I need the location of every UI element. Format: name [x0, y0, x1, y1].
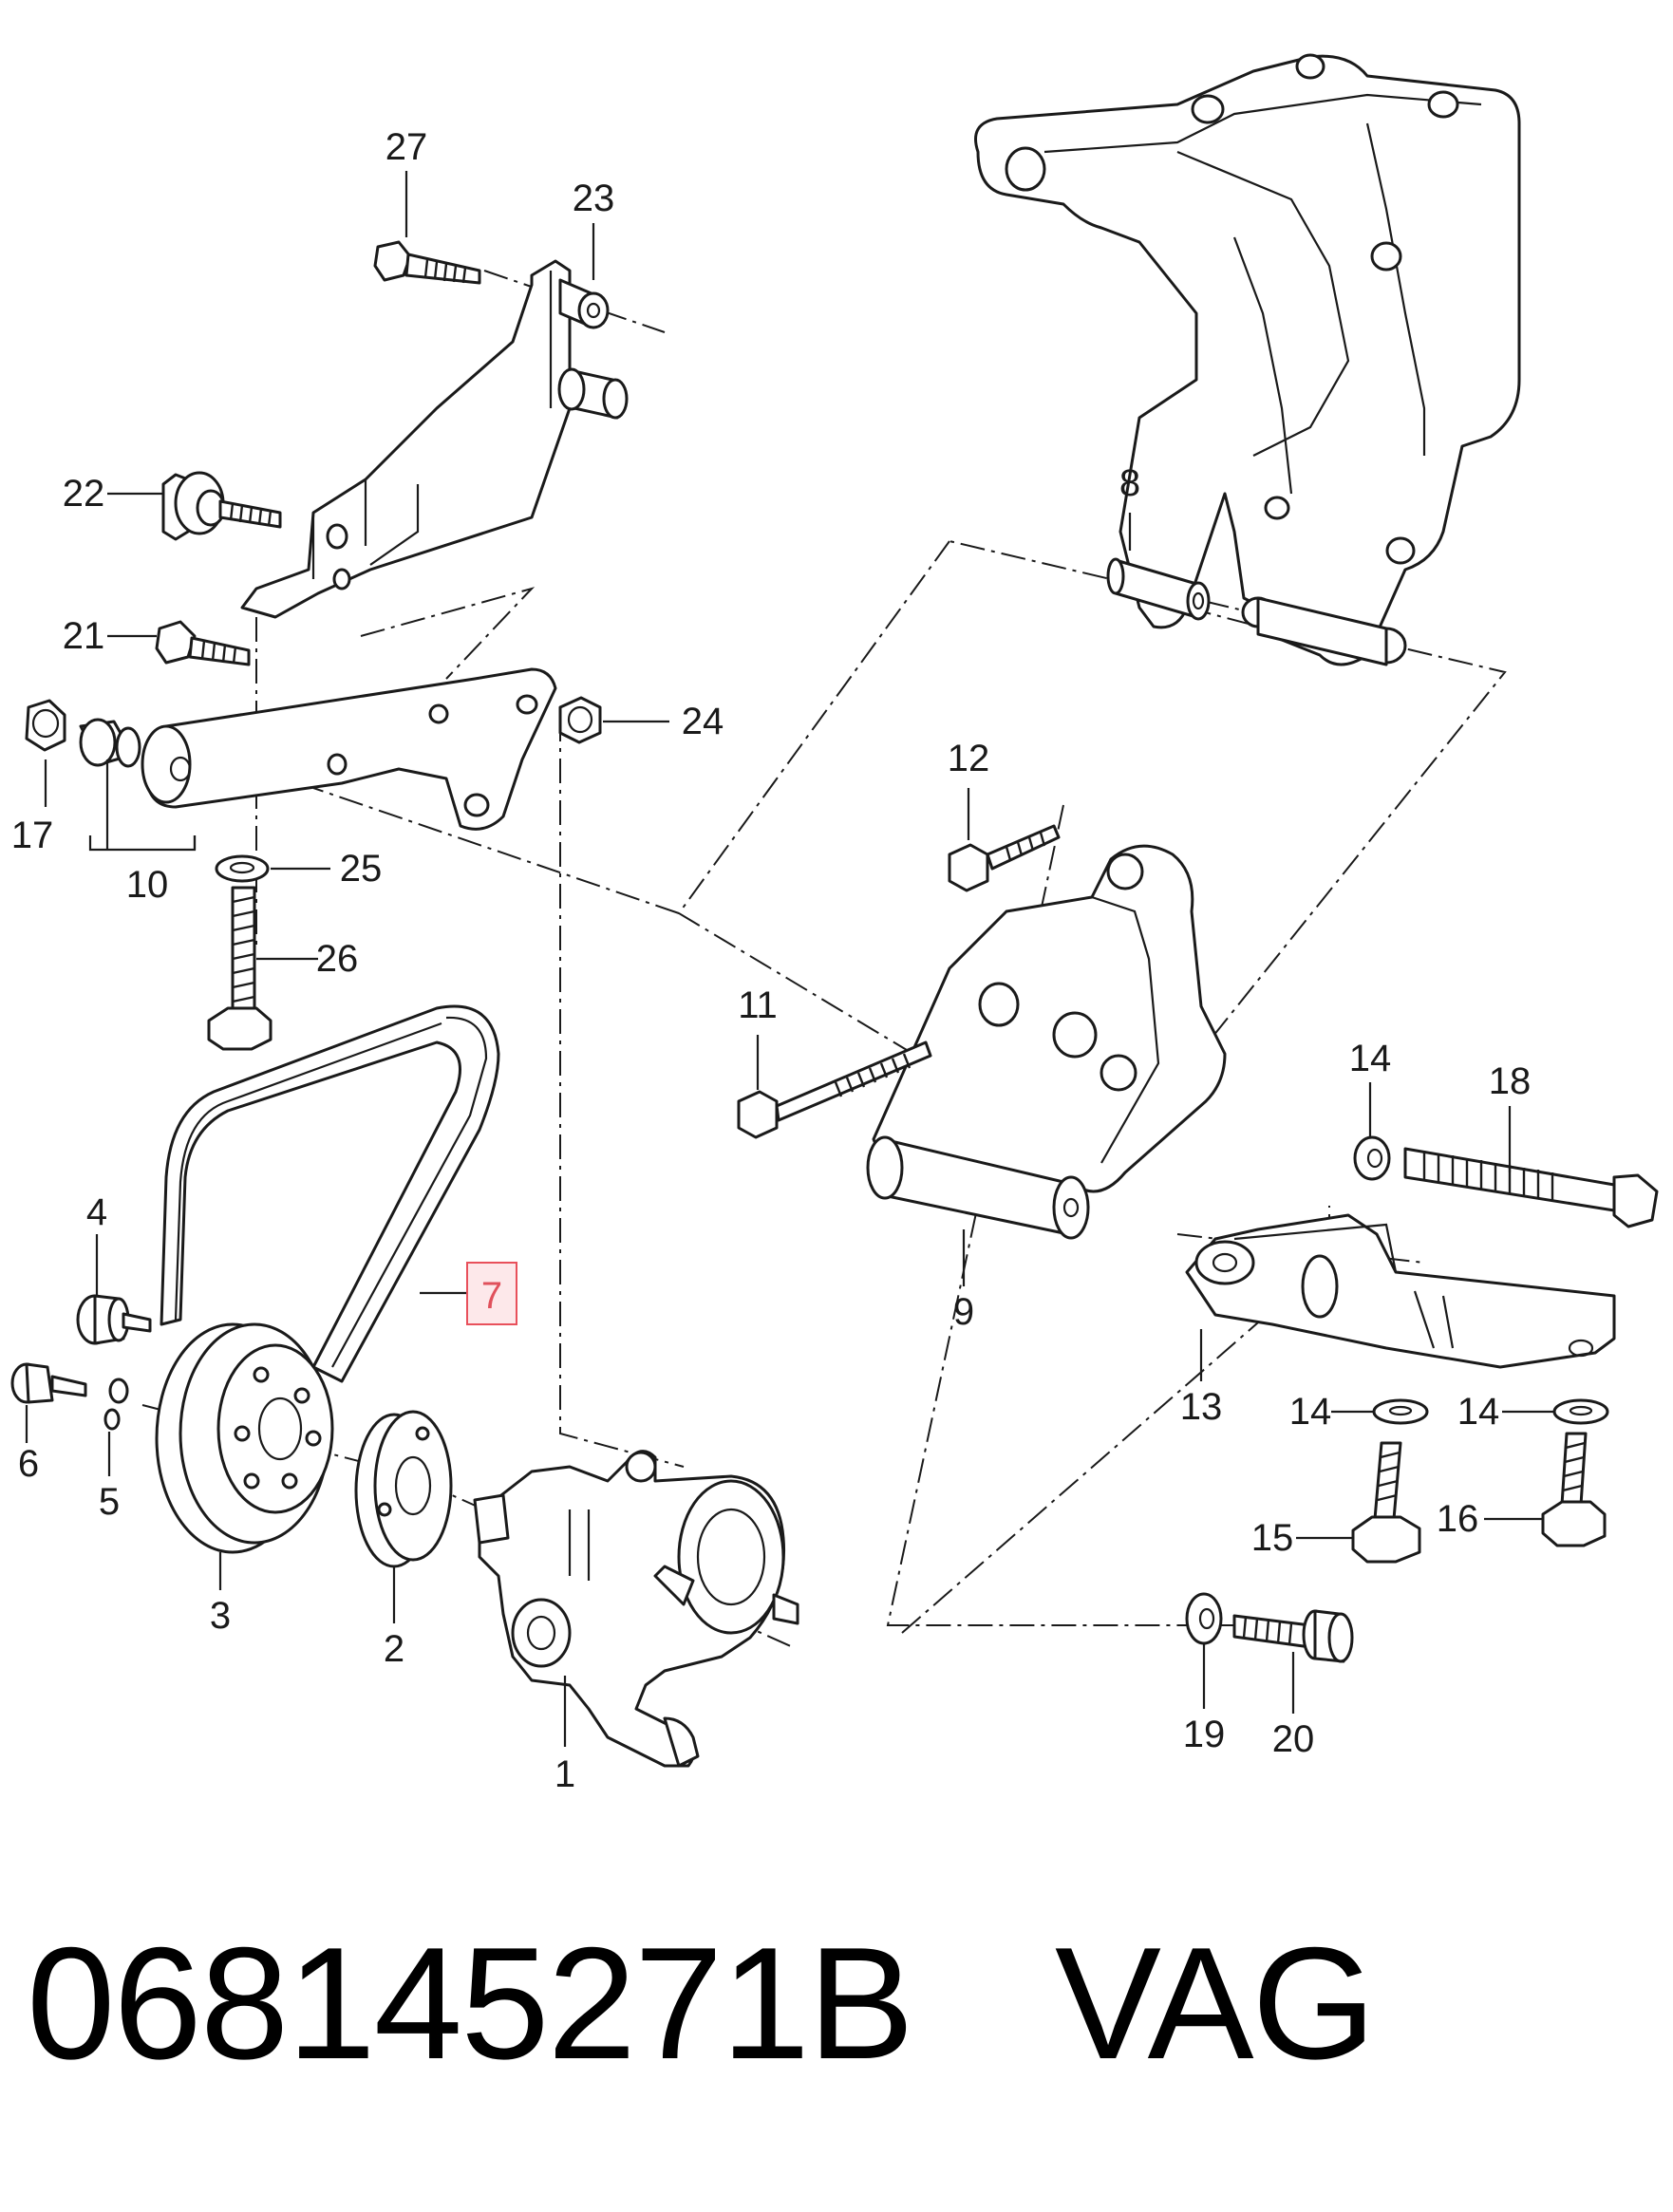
callout-10: 10 [126, 864, 169, 906]
pulley-3 [155, 1322, 334, 1554]
callout-27: 27 [385, 126, 428, 168]
callout-11: 11 [738, 984, 778, 1026]
bolt-16 [1541, 1432, 1607, 1547]
washer-25 [215, 854, 270, 883]
bolt-18 [1403, 1147, 1659, 1228]
callout-16: 16 [1437, 1498, 1479, 1540]
part-number-caption: 068145271B VAG [27, 1908, 1376, 2098]
bolt-4 [76, 1294, 152, 1345]
callout-23: 23 [573, 178, 615, 219]
callout-21: 21 [63, 615, 105, 657]
bolt-20 [1232, 1609, 1354, 1663]
callout-26: 26 [316, 938, 359, 980]
callout-6: 6 [18, 1443, 39, 1485]
bushing-10 [79, 718, 141, 768]
bushings-23 [557, 278, 629, 420]
callout-17: 17 [11, 815, 54, 856]
callout-9: 9 [953, 1291, 974, 1333]
leader-lines [25, 171, 1554, 1747]
callout-19: 19 [1183, 1714, 1226, 1755]
bolt-6 [10, 1362, 87, 1404]
callout-14-right: 14 [1457, 1391, 1500, 1433]
upper-left-bracket [240, 259, 572, 619]
callout-18: 18 [1489, 1060, 1532, 1102]
bolt-15 [1351, 1441, 1421, 1564]
callout-13: 13 [1180, 1386, 1223, 1428]
callout-8: 8 [1119, 462, 1140, 504]
callout-15: 15 [1251, 1517, 1294, 1559]
washer-14-right [1552, 1398, 1609, 1425]
tensioner-bracket-13 [1185, 1213, 1616, 1369]
callout-14-left: 14 [1289, 1391, 1332, 1433]
highlight-box-7 [466, 1262, 517, 1325]
bolt-12 [948, 824, 1061, 892]
callout-1: 1 [555, 1753, 575, 1795]
bolt-22 [161, 471, 282, 541]
callout-22: 22 [63, 473, 105, 515]
washer-14-upper [1353, 1135, 1391, 1181]
spring-washer-5 [103, 1378, 129, 1431]
callout-5: 5 [99, 1481, 120, 1523]
callout-7: 7 [481, 1275, 502, 1317]
spacer-sleeve-8 [1106, 557, 1211, 621]
callout-4: 4 [86, 1191, 107, 1233]
bolt-26 [207, 886, 273, 1051]
callout-2: 2 [384, 1628, 404, 1670]
bolt-27 [373, 240, 481, 285]
pump-bracket-9 [866, 844, 1227, 1240]
callout-20: 20 [1272, 1718, 1315, 1760]
callout-12: 12 [948, 738, 990, 779]
v-belt-7 [160, 1004, 500, 1383]
washer-14-left [1372, 1398, 1429, 1425]
bolt-21 [155, 620, 251, 666]
pump-1 [473, 1450, 799, 1768]
brand-name: VAG [1054, 1914, 1376, 2092]
exploded-parts-diagram: 27 23 22 21 17 10 24 25 26 8 12 11 9 7 4… [10, 53, 1659, 1795]
washer-19 [1185, 1592, 1223, 1645]
callout-14-upper: 14 [1349, 1038, 1392, 1079]
nut-17 [25, 699, 66, 752]
adjusting-arm-10 [141, 667, 557, 831]
part-number: 068145271B [27, 1914, 914, 2092]
callout-25: 25 [340, 848, 383, 890]
callout-24: 24 [682, 701, 724, 742]
callout-labels: 27 23 22 21 17 10 24 25 26 8 12 11 9 7 4… [11, 126, 1532, 1795]
bolt-11 [737, 1040, 932, 1139]
callout-3: 3 [210, 1595, 231, 1637]
nut-24 [558, 696, 602, 744]
engine-bracket [974, 53, 1521, 666]
flange-2 [354, 1410, 453, 1568]
